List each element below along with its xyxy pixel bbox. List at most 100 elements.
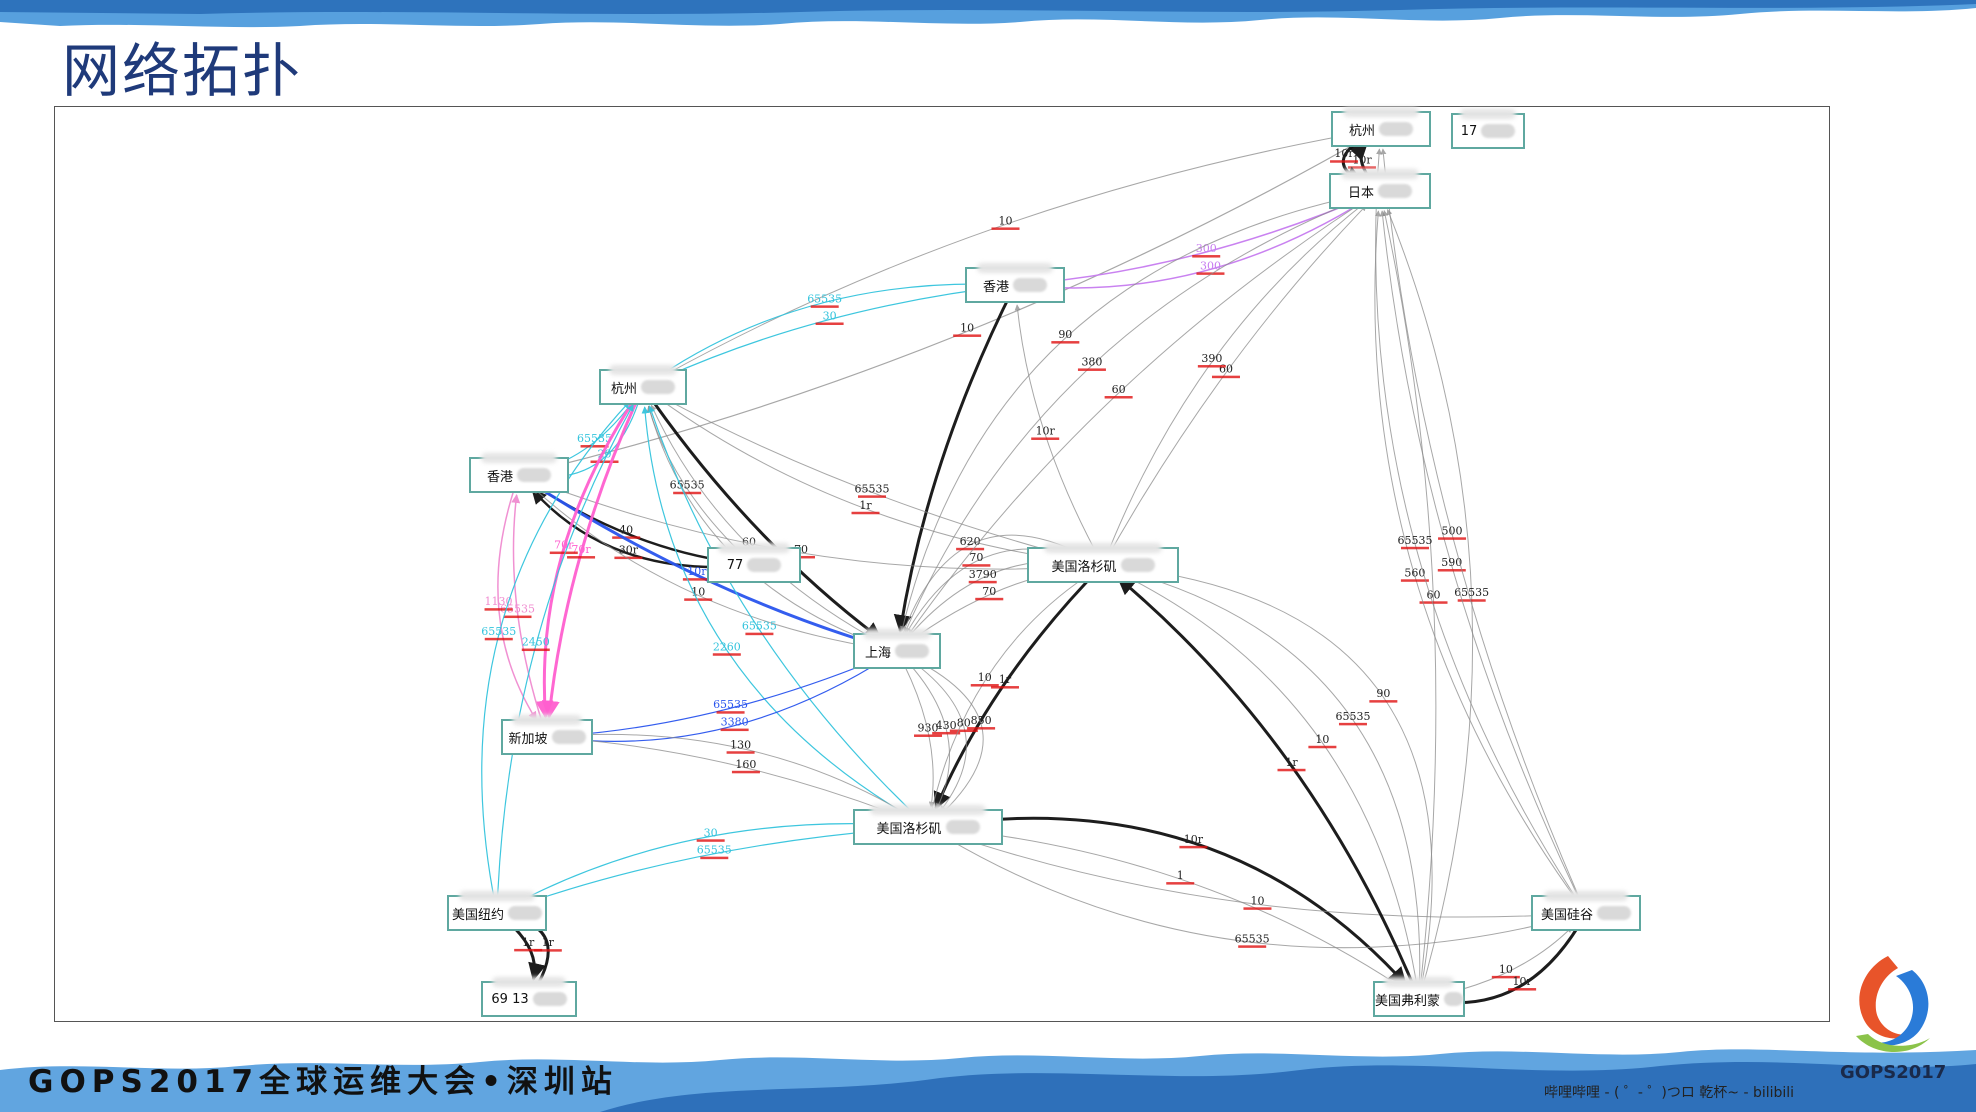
redacted-address [1013, 278, 1047, 292]
brush-stroke-top-decoration [0, 0, 1976, 28]
edge-sublabel-mark [712, 653, 741, 656]
edge-sh-to-sg [566, 650, 898, 739]
edge-sublabel-mark [857, 495, 886, 498]
edge-sv-to-jp [1379, 210, 1587, 914]
edge-sublabel-mark [1051, 341, 1080, 344]
node-label: 美国纽约 [451, 907, 504, 923]
edge-sh-to-sg [566, 650, 898, 744]
network-topology-diagram: 1010r10r10300300306553565535206553560906… [54, 106, 1830, 1022]
redacted-hostname [1043, 543, 1163, 553]
edge-sublabel-mark [614, 556, 643, 560]
edge-sublabel-mark [1369, 700, 1398, 703]
edge-sv-to-jp [1374, 210, 1587, 914]
redacted-hostname [609, 365, 677, 375]
edge-la1-to-jp [1102, 204, 1367, 566]
redacted-hostname [718, 543, 790, 553]
edge-sublabel-mark [590, 460, 619, 464]
edge-ny-to-hz2 [496, 403, 634, 914]
redacted-address [1379, 122, 1413, 136]
edge-cost-label: 300 [1196, 242, 1217, 255]
edge-sublabel-mark [549, 551, 578, 555]
edge-sublabel-mark [484, 637, 513, 641]
edge-cost-label: 160 [735, 758, 756, 771]
node-ip3: 69 13 [481, 977, 577, 1017]
edge-fr-to-la1 [1121, 568, 1421, 1000]
redacted-address [508, 906, 542, 920]
edge-sublabel-mark [1338, 722, 1367, 726]
edge-sublabel-mark [696, 839, 725, 842]
edge-sv-to-la2 [946, 832, 1587, 918]
edge-jp-to-sh [900, 190, 1381, 633]
node-label: 日本 [1347, 185, 1374, 201]
node-sv: 美国硅谷 [1531, 891, 1641, 931]
edge-sh-to-hz2 [650, 404, 898, 652]
edge-cost-label: 3380 [721, 716, 749, 729]
node-label: 上海 [864, 645, 891, 661]
node-label: 新加坡 [508, 731, 548, 747]
edge-sublabel-mark [1491, 975, 1520, 979]
edge-sublabel-mark [1308, 745, 1337, 749]
edge-hk1-to-hz2 [660, 284, 1016, 380]
edge-sublabel-mark [1457, 599, 1486, 602]
edge-la1-to-jp [1102, 202, 1365, 566]
edge-cost-label: 3790 [969, 568, 997, 581]
edge-cost-label: 1r [999, 673, 1012, 686]
edge-cost-label: 10 [960, 321, 974, 334]
edge-cost-label: 10r [1512, 975, 1532, 988]
edge-sublabel-mark [1166, 882, 1195, 885]
edge-sublabel-mark [682, 578, 711, 581]
redacted-hostname [458, 891, 536, 901]
node-sg: 新加坡 [501, 715, 593, 755]
node-label: 17 [1460, 123, 1478, 139]
edge-fr-to-jp [1382, 209, 1437, 1000]
redacted-hostname [1543, 891, 1629, 901]
edge-sublabel-mark [970, 684, 999, 687]
edge-sublabel-mark [1196, 272, 1225, 275]
edge-sublabel-mark [745, 632, 774, 636]
edge-cost-label: 10 [1499, 963, 1513, 976]
edge-sublabel-mark [503, 615, 532, 619]
edge-sublabel-mark [1179, 845, 1208, 849]
redacted-address [532, 992, 567, 1006]
node-label: 美国弗利蒙 [1375, 993, 1441, 1009]
redacted-hostname [1342, 107, 1420, 117]
edge-jp-to-sh [904, 190, 1381, 634]
edge-la2-to-hz2 [648, 405, 929, 828]
redacted-address [747, 558, 782, 572]
edges-layer: 1010r10r10300300306553565535206553560906… [481, 127, 1588, 1013]
redacted-address [945, 820, 980, 834]
edge-cost-label: 65535 [1335, 710, 1370, 723]
node-hk2: 香港 [469, 453, 569, 493]
edge-cost-label: 1 [1177, 869, 1184, 882]
edge-sublabel-mark [975, 597, 1004, 601]
node-label: 美国硅谷 [1540, 907, 1593, 923]
node-ip2: 77 [707, 543, 801, 583]
edge-cost-label: 10r [1352, 153, 1372, 166]
edge-cost-label: 500 [1442, 524, 1463, 537]
redacted-hostname [492, 977, 566, 987]
edge-ny-to-hz2 [481, 401, 630, 914]
edge-sublabel-mark [484, 608, 513, 611]
edge-cost-label: 380 [1081, 355, 1102, 368]
edge-la1-to-la2 [933, 563, 1105, 811]
edge-la2-to-fr [927, 826, 1403, 989]
edge-sublabel-mark [991, 227, 1020, 230]
node-label: 美国洛杉矶 [876, 821, 942, 837]
edge-sublabel-mark [533, 949, 562, 952]
edge-sg-to-hk2 [511, 493, 548, 738]
edge-cost-label: 70r [571, 543, 591, 556]
redacted-address [895, 644, 929, 658]
redacted-address [517, 468, 551, 482]
node-sh: 上海 [853, 629, 941, 669]
redacted-hostname [480, 453, 558, 463]
redacted-hostname [511, 715, 583, 725]
edge-sublabel-mark [1031, 437, 1060, 440]
edge-sublabel-mark [956, 547, 985, 551]
edge-sublabel-mark [1238, 945, 1267, 948]
edge-sublabel-mark [726, 751, 755, 754]
edge-cost-label: 65535 [500, 603, 535, 616]
edge-sublabel-mark [914, 734, 943, 737]
edge-cost-label: 90 [1376, 687, 1390, 700]
redacted-address [1597, 906, 1631, 920]
edge-cost-label: 390 [1201, 352, 1222, 365]
